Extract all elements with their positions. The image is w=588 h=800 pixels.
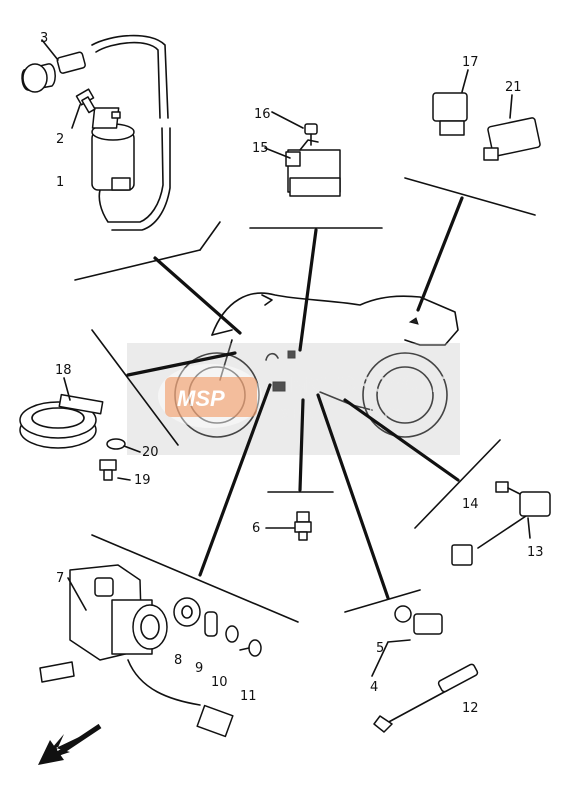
callout-7: 7 [56,571,64,586]
washer-part-10 [225,625,239,643]
sender-part-4 [371,605,443,677]
callout-19: 19 [134,473,151,488]
horn-part-18 [19,377,104,449]
callout-4: 4 [370,680,378,695]
callout-labels: 1 2 3 4 5 6 7 8 9 10 11 12 13 14 15 16 1… [40,31,544,716]
callout-10: 10 [211,675,228,690]
callout-1: 1 [56,175,64,190]
callout-14: 14 [462,497,479,512]
callout-15: 15 [252,141,269,156]
callout-8: 8 [174,653,182,668]
callout-2: 2 [56,132,64,147]
washer-part-20 [106,438,141,453]
plug-cap-part-3 [21,39,86,93]
ignition-coil-part-1 [91,34,171,231]
watermark-line2: SPARE PARTS [280,405,405,422]
callout-5: 5 [376,641,384,656]
relay-part-15 [264,139,341,197]
callout-18: 18 [55,363,72,378]
watermark-line1: MOTORCYCLE [290,372,446,397]
callout-3: 3 [40,31,48,46]
relay-part-17 [432,69,469,136]
callout-12: 12 [462,701,479,716]
rotor-part-8 [173,597,201,627]
collar-part-9 [204,611,218,637]
callout-11: 11 [240,689,257,704]
callout-20: 20 [142,445,159,460]
switch-part-6 [265,511,312,541]
screw-part-16 [271,111,318,146]
lever-switch-part-13 [451,491,551,566]
callout-17: 17 [462,55,479,70]
callout-21: 21 [505,80,522,95]
bolt-part-14 [495,481,521,495]
callout-6: 6 [252,521,260,536]
screw-part-11 [239,639,262,657]
callout-9: 9 [195,661,203,676]
watermark: MSP MOTORCYCLE SPARE PARTS [127,343,460,455]
lead-wire-part-12 [373,663,479,733]
pickup-coil-part-7 [39,564,234,738]
callout-16: 16 [254,107,271,122]
watermark-logo: MSP [177,386,225,411]
bolt-part-19 [99,459,131,481]
front-direction-arrow-icon [38,723,102,765]
group-leaders [74,177,536,623]
callout-13: 13 [527,545,544,560]
bolt-part-2 [71,88,96,129]
flasher-part-21 [483,94,541,161]
